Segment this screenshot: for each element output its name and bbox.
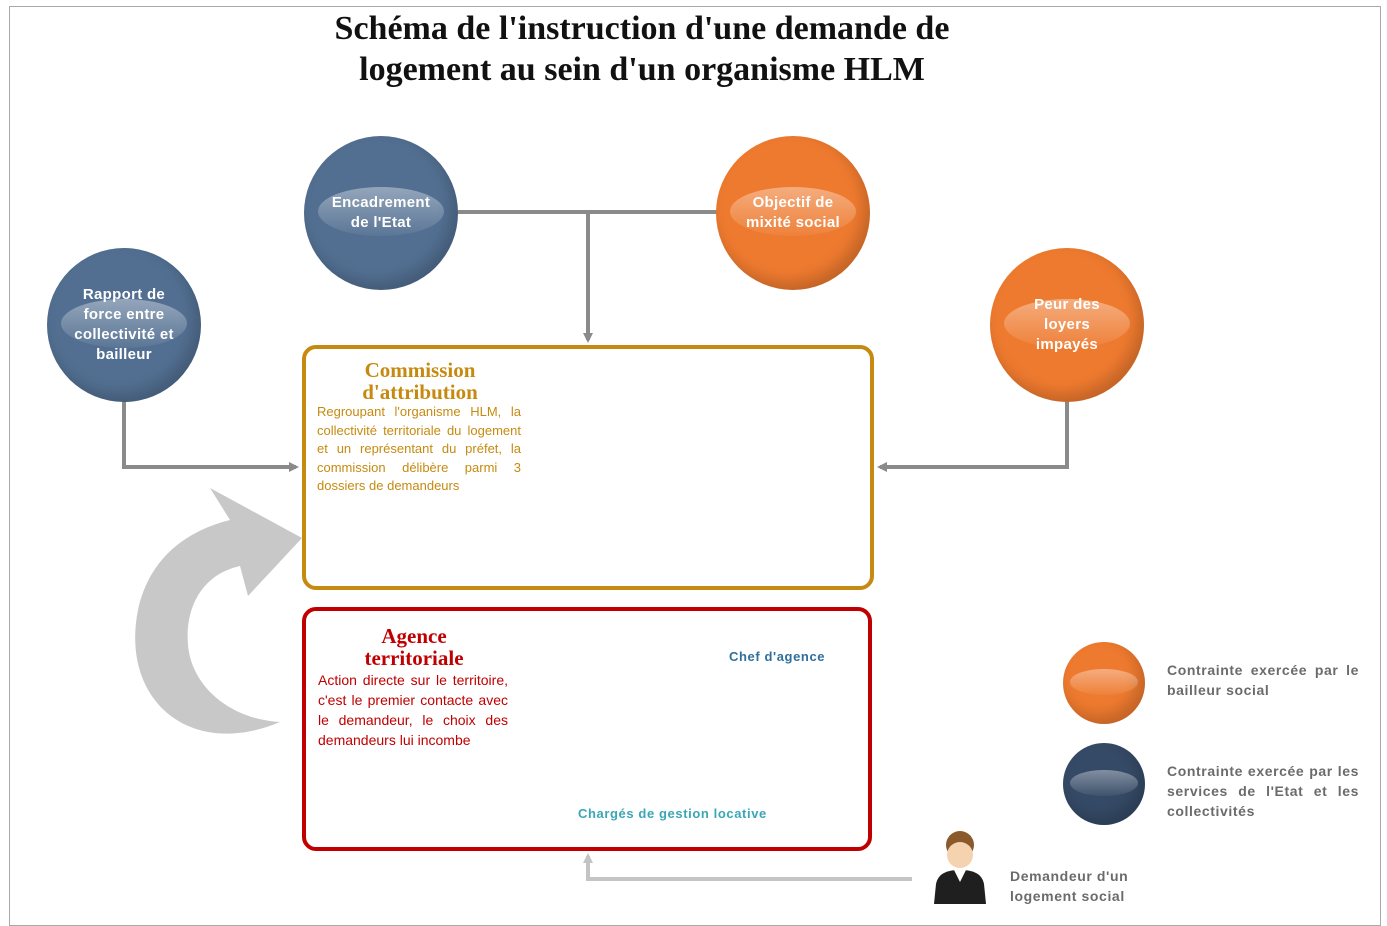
connector-right-arrow	[877, 400, 1069, 472]
node-encadrement-line-2: de l'Etat	[350, 214, 412, 231]
node-impayes-line-3: impayés	[1035, 336, 1099, 353]
node-impayes-line-1: Peur des	[1034, 296, 1100, 313]
diagram-title: Schéma de l'instruction d'une demande de…	[232, 8, 1052, 90]
agence-title: Agence territoriale	[316, 625, 512, 669]
commission-description: Regroupant l'organisme HLM, la collectiv…	[317, 404, 521, 493]
title-line-1: Schéma de l'instruction d'une demande de	[334, 10, 950, 47]
node-rapport-force: Rapport de force entre collectivité et b…	[47, 248, 201, 402]
node-encadrement-etat: Encadrement de l'Etat	[304, 136, 458, 290]
chef-agence-label: Chef d'agence	[729, 649, 826, 664]
commission-box: Commission d'attribution Regroupant l'or…	[302, 345, 874, 590]
node-rapport-line-4: bailleur	[96, 346, 152, 363]
node-objectif-mixite: Objectif de mixité social	[716, 136, 870, 290]
demandeur-label: Demandeur d'un logement social	[1010, 866, 1160, 906]
node-impayes-line-2: loyers	[1043, 316, 1090, 333]
node-rapport-line-1: Rapport de	[82, 286, 166, 303]
demandeur-label-line-1: Demandeur d'un	[1010, 868, 1129, 884]
node-rapport-line-2: force entre	[83, 306, 165, 323]
legend-orange-swatch	[1063, 642, 1145, 724]
commission-title-line-1: Commission	[364, 358, 476, 382]
curved-feedback-arrow	[135, 488, 302, 734]
commission-title: Commission d'attribution	[318, 359, 522, 403]
node-rapport-line-3: collectivité et	[74, 326, 174, 343]
node-mixite-line-2: mixité social	[746, 214, 840, 231]
agence-title-line-2: territoriale	[364, 646, 464, 670]
agence-title-line-1: Agence	[381, 624, 447, 648]
demandeur-label-line-2: logement social	[1010, 888, 1125, 904]
legend-blue-swatch	[1063, 743, 1145, 825]
charges-gestion-label: Chargés de gestion locative	[578, 806, 767, 821]
connector-demandeur-arrow	[583, 853, 912, 881]
node-encadrement-line-1: Encadrement	[331, 194, 431, 211]
title-line-2: logement au sein d'un organisme HLM	[359, 51, 925, 88]
commission-title-line-2: d'attribution	[362, 380, 478, 404]
node-peur-impayes: Peur des loyers impayés	[990, 248, 1144, 402]
agence-description: Action directe sur le territoire, c'est …	[318, 672, 508, 748]
connector-left-arrow	[122, 400, 299, 472]
node-mixite-line-1: Objectif de	[752, 194, 834, 211]
legend-orange-label: Contrainte exercée par le bailleur socia…	[1167, 662, 1359, 698]
agence-box: Agence territoriale Action directe sur l…	[302, 607, 872, 851]
demandeur-figure	[934, 831, 986, 904]
legend-blue-label: Contrainte exercée par les services de l…	[1167, 763, 1359, 819]
